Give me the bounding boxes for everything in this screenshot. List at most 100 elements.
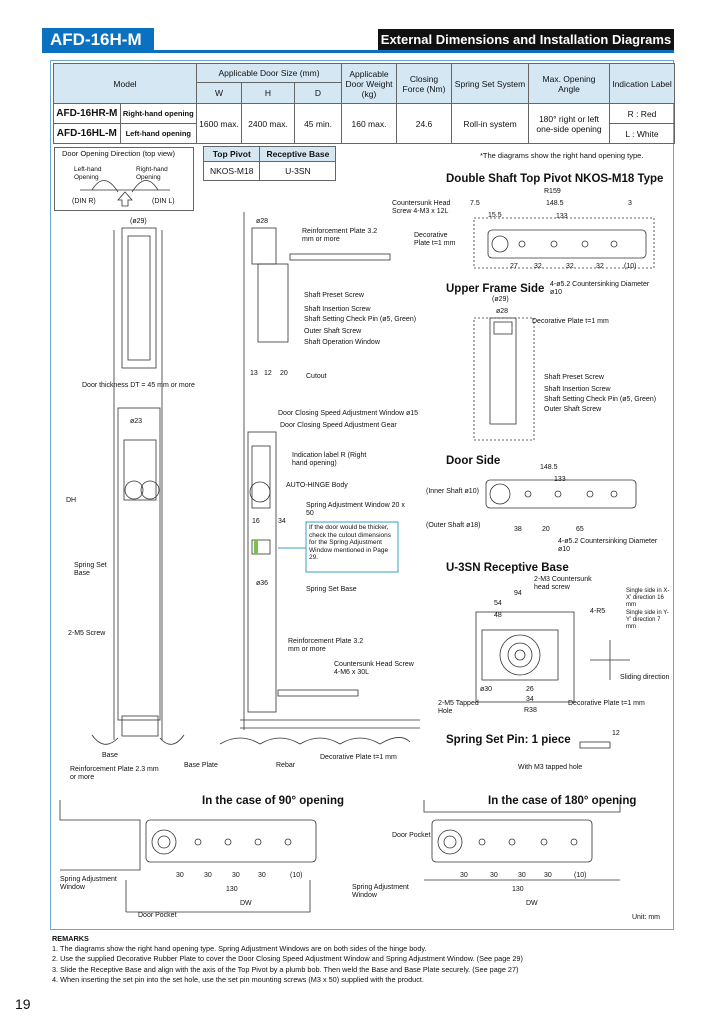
- auto-hinge-label: AUTO-HINGE Body: [286, 482, 348, 489]
- header-rule: [42, 50, 674, 53]
- cutout-label: Cutout: [306, 373, 327, 380]
- direction-box: [54, 147, 194, 211]
- upper-shaft-preset: Shaft Preset Screw: [544, 374, 604, 381]
- door-pocket-180: Door Pocket: [392, 832, 431, 839]
- dim-23: ø23: [130, 418, 143, 425]
- base-plate-label: Base Plate: [184, 762, 218, 769]
- spring-value: Roll-in system: [451, 103, 529, 144]
- door-side-title: Door Side: [446, 455, 501, 467]
- direction-title: Door Opening Direction (top view): [62, 149, 175, 158]
- page-number: 19: [15, 996, 31, 1012]
- dim-133-door: 133: [554, 476, 566, 483]
- dim-75: 7.5: [470, 200, 480, 207]
- unit-label: Unit: mm: [632, 914, 660, 921]
- upper-shaft-setting: Shaft Setting Check Pin (ø5, Green): [544, 396, 657, 403]
- dim-4r5: 4-R5: [590, 608, 606, 615]
- m3-countersunk-label: 2-M3 Countersunk head screw: [534, 576, 592, 591]
- dim-32b: 32: [566, 263, 574, 270]
- outer-shaft-label: Outer Shaft Screw: [304, 328, 362, 335]
- dim-30-90b: 30: [204, 872, 212, 879]
- upper-frame-title: Upper Frame Side: [446, 283, 545, 295]
- left-swing-icon: [91, 180, 119, 193]
- spring-pin-title: Spring Set Pin: 1 piece: [446, 734, 571, 746]
- dim-130-180: 130: [512, 886, 524, 893]
- spring-set-base-left: Spring Set Base: [74, 562, 107, 577]
- outer-shaft-d-label: (Outer Shaft ø18): [426, 522, 481, 529]
- direction-left: Left-hand Opening: [74, 166, 102, 181]
- base-label: Base: [102, 752, 118, 759]
- dim-r159: R159: [544, 188, 561, 195]
- case90-title: In the case of 90° opening: [202, 795, 344, 807]
- double-shaft-title: Double Shaft Top Pivot NKOS-M18 Type: [446, 173, 664, 185]
- dim-30-180a: 30: [460, 872, 468, 879]
- m3-tapped-label: With M3 tapped hole: [518, 764, 583, 771]
- dim-12-pin: 12: [612, 730, 620, 737]
- remark-item: 4. When inserting the set pin into the s…: [52, 974, 424, 984]
- door-thickness-label: Door thickness DT = 45 mm or more: [82, 382, 195, 389]
- shaft-setting-label: Shaft Setting Check Pin (ø5, Green): [304, 316, 417, 323]
- weight-header: Applicable Door Weight (kg): [341, 63, 397, 104]
- dim-30: ø30: [480, 686, 493, 693]
- case90-plate: [145, 819, 317, 863]
- dim-133: 133: [556, 213, 568, 220]
- spring-header: Spring Set System: [451, 63, 529, 104]
- dim-30-90d: 30: [258, 872, 266, 879]
- dim-13: 13: [250, 370, 258, 377]
- u3sn-title: U-3SN Receptive Base: [446, 562, 569, 574]
- dim-30-90c: 30: [232, 872, 240, 879]
- inner-shaft-label: (Inner Shaft ø10): [426, 488, 479, 495]
- thicker-note: If the door would be thicker, check the …: [309, 524, 392, 561]
- dim-32a: 32: [534, 263, 542, 270]
- spec-table: Model Applicable Door Size (mm) Applicab…: [53, 63, 675, 144]
- dim-54: 54: [494, 600, 502, 607]
- decorative-plate-label: Decorative Plate t=1 mm: [414, 232, 456, 247]
- remarks-title: REMARKS: [52, 934, 89, 943]
- dim-20: 20: [280, 370, 288, 377]
- dim-130-90: 130: [226, 886, 238, 893]
- pivot-table: Top Pivot Receptive Base NKOS-M18 U-3SN: [202, 146, 337, 181]
- dw-label-180: DW: [526, 900, 538, 907]
- decorative-u3-label: Decorative Plate t=1 mm: [568, 700, 645, 707]
- case180-title: In the case of 180° opening: [488, 795, 637, 807]
- dim-155: 15.5: [488, 212, 502, 219]
- dim-30-180c: 30: [518, 872, 526, 879]
- dim-28: ø28: [256, 218, 269, 225]
- opening-l: Left-hand opening: [119, 123, 198, 144]
- speed-window-label: Door Closing Speed Adjustment Window ø15: [278, 410, 419, 417]
- top-pivot-header: Top Pivot: [202, 146, 261, 162]
- countersinking-top: 4-ø5.2 Countersinking Diameter ø10: [550, 281, 650, 296]
- top-pivot-value: NKOS-M18: [202, 161, 261, 181]
- dim-27: 27: [510, 263, 518, 270]
- remark-item: 2. Use the supplied Decorative Rubber Pl…: [52, 954, 523, 964]
- dim-10-90: (10): [290, 872, 303, 879]
- dim-3: 3: [628, 200, 632, 207]
- spring-set-base-center: Spring Set Base: [306, 586, 357, 593]
- h-header: H: [241, 82, 295, 104]
- dim-30-180b: 30: [490, 872, 498, 879]
- shaft-preset-label: Shaft Preset Screw: [304, 292, 364, 299]
- right-hand-note: *The diagrams show the right hand openin…: [480, 151, 644, 160]
- indication-l: L : White: [609, 123, 675, 144]
- din-l: (DIN L): [152, 198, 175, 205]
- case180-plate: [431, 819, 593, 863]
- dim-36: ø36: [256, 580, 269, 587]
- upper-outer-shaft: Outer Shaft Screw: [544, 406, 602, 413]
- dim-65: 65: [576, 526, 584, 533]
- upper-shaft-insertion: Shaft Insertion Screw: [544, 386, 611, 393]
- dim-148-door: 148.5: [540, 464, 558, 471]
- dw-label-90: DW: [240, 900, 252, 907]
- indication-header: Indication Label: [609, 63, 675, 104]
- sliding-label: Sliding direction: [620, 674, 670, 681]
- dim-26: 26: [526, 686, 534, 693]
- pivot-plate-top: [487, 229, 647, 259]
- model-l: AFD-16HL-M: [53, 123, 121, 144]
- content-frame: [50, 60, 674, 930]
- decorative-bottom-label: Decorative Plate t=1 mm: [320, 754, 397, 761]
- spring-adj-window-90: Spring Adjustment Window: [60, 876, 117, 891]
- dim-10-180: (10): [574, 872, 587, 879]
- up-arrow-icon: [117, 191, 133, 207]
- dim-r38: R38: [524, 707, 537, 714]
- reinforcement-mid-label: Reinforcement Plate 3.2 mm or more: [288, 638, 364, 653]
- din-r: (DIN R): [72, 198, 96, 205]
